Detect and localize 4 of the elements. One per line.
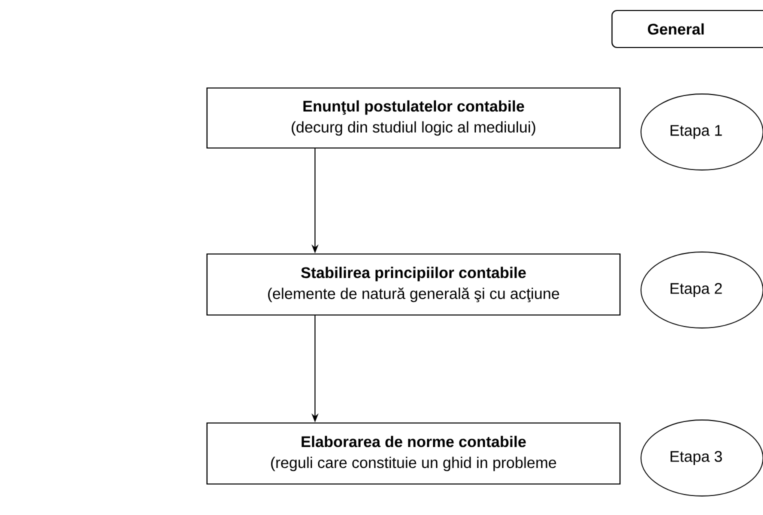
process-box: Stabilirea principiilor contabile (elemente de natură generală şi cu acţiune [206, 253, 621, 316]
process-box: Elaborarea de norme contabile (reguli care constituie un ghid in probleme [206, 422, 621, 485]
category-tab: General [611, 10, 763, 48]
process-box: Enunţul postulatelor contabile (decurg din studiul logic al mediului) [206, 87, 621, 149]
